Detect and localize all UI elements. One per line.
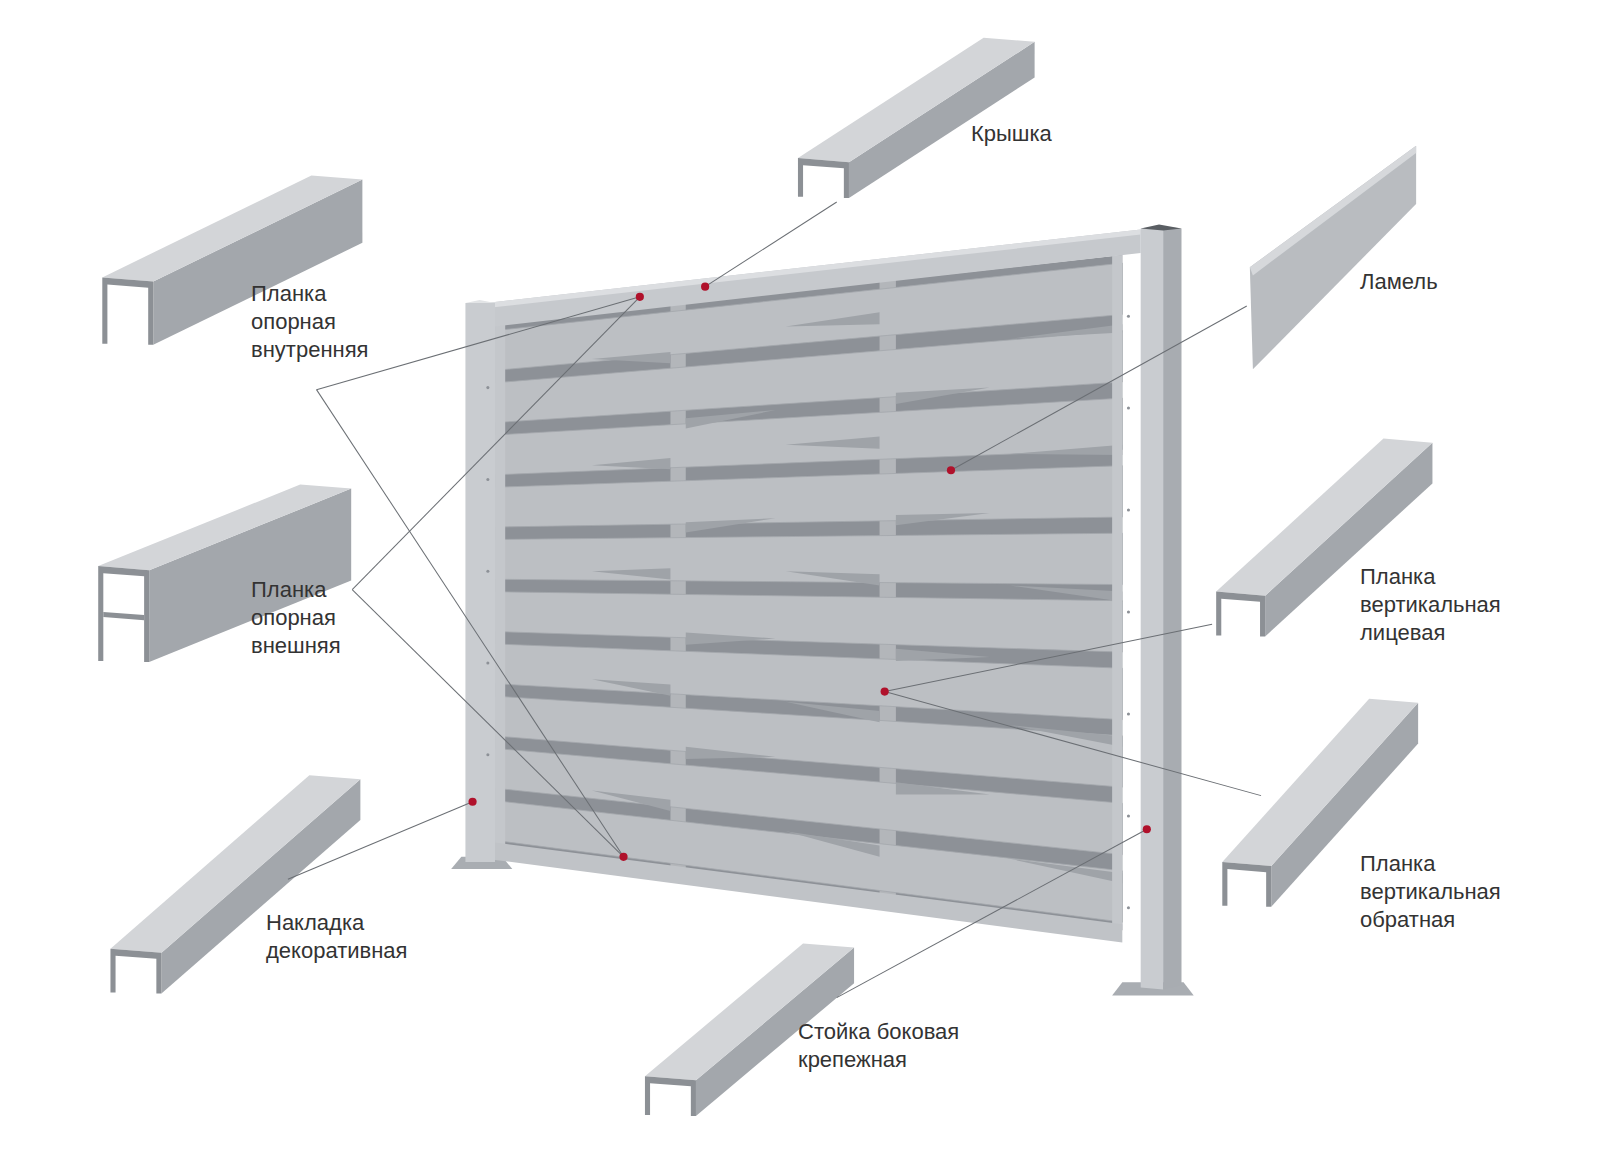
- part-label: Планка опорная внешняя: [251, 576, 341, 660]
- part-label: Планка вертикальная обратная: [1360, 850, 1501, 934]
- part-label: Планка опорная внутренняя: [251, 280, 369, 364]
- callout-dots: [468, 283, 1150, 861]
- part-label: Ламель: [1360, 268, 1438, 296]
- fence: [451, 224, 1194, 995]
- parts: [98, 38, 1432, 1116]
- part-label: Крышка: [971, 120, 1052, 148]
- part-label: Накладка декоративная: [266, 909, 408, 965]
- leader-lines: [288, 202, 1261, 998]
- part-label: Планка вертикальная лицевая: [1360, 563, 1501, 647]
- part-label: Стойка боковая крепежная: [798, 1018, 998, 1074]
